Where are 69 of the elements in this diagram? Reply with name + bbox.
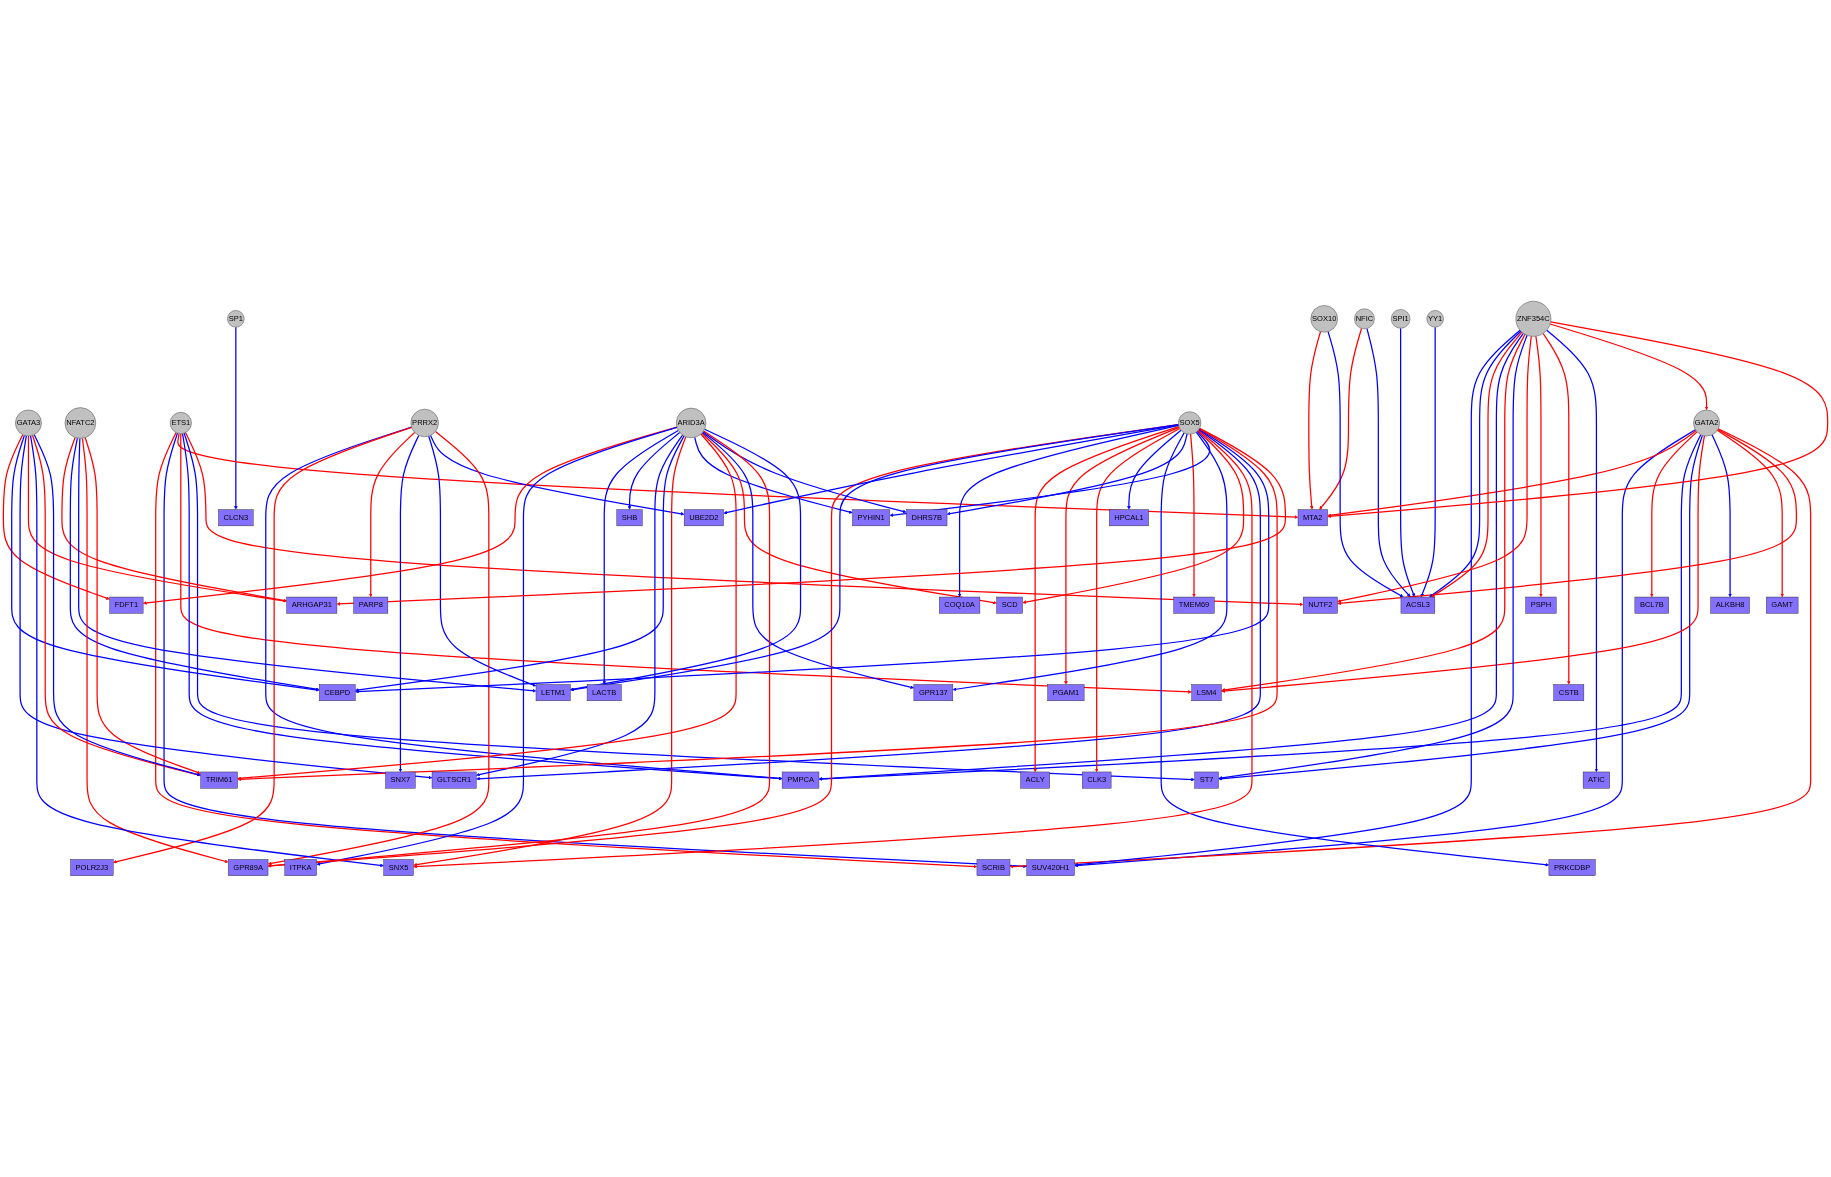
arrow [413, 429, 1253, 869]
arrow [1535, 335, 1543, 598]
arrow [889, 430, 1211, 517]
arrow [355, 428, 1270, 694]
arrow [1337, 428, 1798, 606]
arrow [69, 437, 320, 691]
arrow [1160, 432, 1550, 867]
arrow [267, 430, 771, 868]
arrow [1022, 430, 1245, 604]
arrow [1127, 429, 1182, 510]
arrow [1327, 321, 1829, 518]
arrow [1420, 326, 1436, 598]
arrow [11, 434, 320, 692]
arrow [1221, 333, 1526, 692]
arrow [701, 432, 997, 605]
arrow [702, 431, 907, 514]
arrow [1218, 334, 1528, 780]
arrow [336, 427, 1287, 606]
arrow [1337, 335, 1532, 603]
arrow [267, 423, 1180, 868]
arrow [78, 437, 537, 693]
arrow [818, 332, 1524, 781]
arrow [398, 434, 420, 773]
arrow [1074, 329, 1521, 867]
arrow [946, 433, 1188, 516]
arrow [368, 431, 416, 598]
arrow [184, 431, 1304, 607]
arrow [627, 431, 681, 510]
arrow [701, 431, 915, 689]
arrow [84, 437, 201, 775]
arrow [413, 436, 687, 867]
arrow [180, 433, 1192, 694]
arrow [29, 435, 384, 868]
arrow [570, 424, 1180, 692]
arrow [476, 428, 1261, 781]
arrow [267, 430, 490, 866]
arrow [19, 435, 433, 780]
arrow [1366, 327, 1411, 598]
arrow [2, 434, 110, 600]
arrow [1649, 431, 1698, 598]
arrow [428, 435, 537, 687]
arrow [1711, 434, 1732, 598]
arrow [1319, 327, 1363, 510]
arrow [1327, 331, 1404, 598]
arrow [723, 424, 1180, 515]
arrow [177, 432, 1299, 519]
arrow [1189, 433, 1196, 598]
arrow [1094, 427, 1181, 773]
arrow [234, 326, 238, 510]
arrow [265, 426, 783, 781]
arrow [1542, 332, 1571, 685]
arrow [602, 429, 679, 685]
arrow [1009, 428, 1812, 869]
arrow [355, 435, 685, 692]
arrow [1549, 323, 1709, 411]
arrow [476, 434, 684, 777]
arrow [957, 424, 1180, 598]
arrow [429, 434, 685, 516]
arrow [694, 436, 853, 514]
arrow [1308, 331, 1322, 510]
arrow [1327, 430, 1697, 518]
arrow [1033, 425, 1180, 773]
arrow [1064, 426, 1180, 685]
arrow [1546, 329, 1599, 773]
arrow [81, 437, 229, 864]
arrow [952, 431, 1228, 692]
arrow [1400, 327, 1416, 598]
arrow [1716, 429, 1785, 598]
arrow [113, 426, 413, 864]
